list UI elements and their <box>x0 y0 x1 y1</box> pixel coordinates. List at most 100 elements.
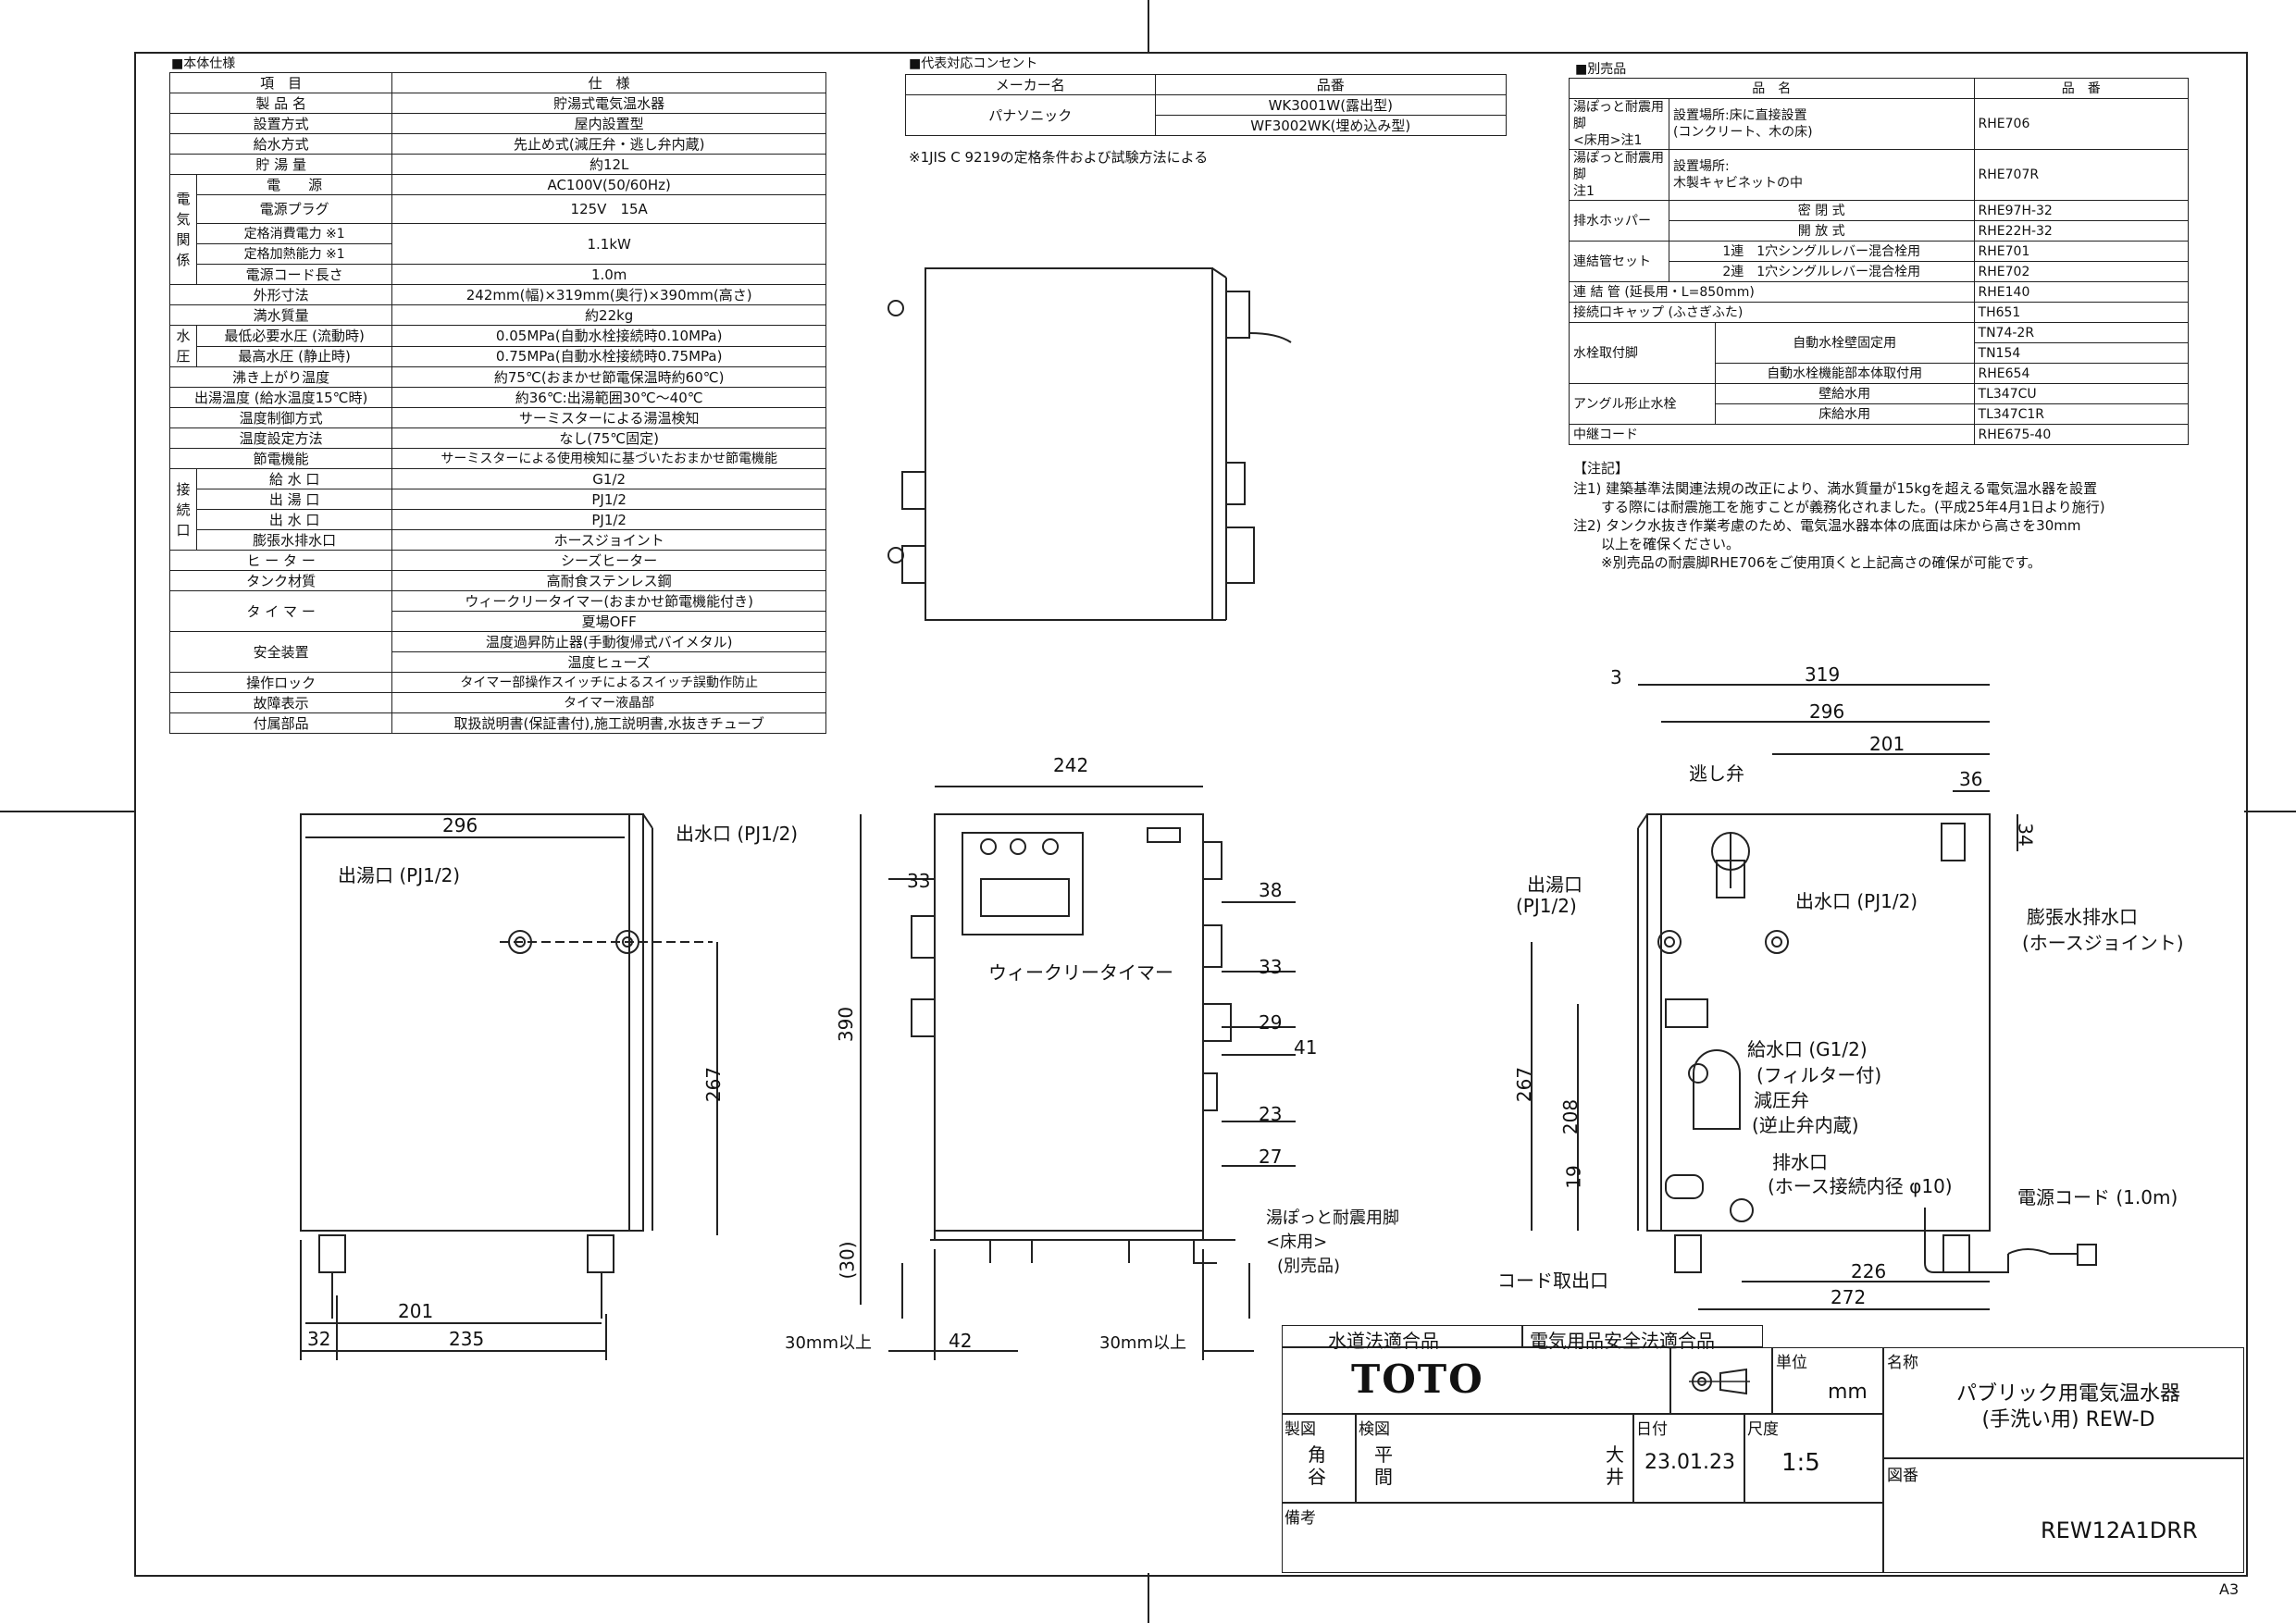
spec-value: 約12L <box>391 154 826 175</box>
right-label-hot-outlet-size: (PJ1/2) <box>1516 895 1577 917</box>
spec-value: ホースジョイント <box>391 529 826 551</box>
notes-title: 【注記】 <box>1573 460 1630 477</box>
tb-name-label: 名称 <box>1887 1354 1918 1372</box>
tb-checked-label: 検図 <box>1359 1420 1390 1439</box>
option-row: 連 結 管 (延長用・L=850mm) RHE140 <box>1569 281 2190 303</box>
right-label-relief-valve: 逃し弁 <box>1689 762 1744 785</box>
spec-group-label: 水圧 <box>169 325 197 367</box>
third-angle-projection-icon <box>1689 1368 1750 1395</box>
spec-value: AC100V(50/60Hz) <box>391 174 826 195</box>
option-row: 床給水用 TL347C1R <box>1570 403 2190 425</box>
tb-remarks-cell <box>1282 1503 1883 1573</box>
front-label-clearance-right: 30mm以上 <box>1099 1333 1186 1353</box>
spec-row: 貯 湯 量約12L <box>168 154 826 175</box>
option-name: 中継コード <box>1569 424 1975 445</box>
option-row: 開 放 式 RHE22H-32 <box>1570 220 2190 242</box>
spec-item: 満水質量 <box>168 304 393 326</box>
option-detail: 床給水用 <box>1714 403 1975 425</box>
outlet-row: WF3002WK(埋め込み型) <box>906 115 1508 136</box>
title-block: 水道法適合品 電気用品安全法適合品 TOTO 単位 mm 名称 パブリック用電気… <box>1282 1325 2244 1573</box>
tb-remarks-label: 備考 <box>1285 1509 1316 1528</box>
option-row: アングル形止水栓 壁給水用 TL347CU <box>1569 383 2190 425</box>
tb-scale: 1:5 <box>1781 1449 1820 1477</box>
option-code: TH651 <box>1973 302 2190 323</box>
spec-group-label: 電気関係 <box>169 174 197 285</box>
outlet-footnote: ※1JIS C 9219の定格条件および試験方法による <box>909 149 1209 166</box>
option-detail: 自動水栓壁固定用 <box>1714 322 1975 364</box>
outlet-title: ■代表対応コンセント <box>909 56 1038 71</box>
front-dim-width: 242 <box>1053 754 1089 776</box>
note-line: 注2) タンク水抜き作業考慮のため、電気温水器本体の底面は床から高さを30mm <box>1573 517 2081 534</box>
spec-item: 設置方式 <box>168 113 393 134</box>
tb-drawn-cell <box>1282 1414 1356 1503</box>
note-line: ※別売品の耐震脚RHE706をご使用頂くと上記高さの確保が可能です。 <box>1573 554 2042 571</box>
spec-row: 安全装置温度過昇防止器(手動復帰式バイメタル) <box>168 631 826 673</box>
tb-cert2: 電気用品安全法適合品 <box>1530 1330 1715 1352</box>
option-row: 湯ぽっと耐震用脚 <床用>注1 設置場所:床に直接設置 (コンクリート、木の床)… <box>1569 98 2190 150</box>
spec-row: 最高水圧 (静止時)0.75MPa(自動水栓接続時0.75MPa) <box>170 345 826 367</box>
left-dim-height: 267 <box>702 1066 726 1103</box>
left-dim-width: 296 <box>442 814 478 836</box>
spec-title: ■本体仕様 <box>171 56 236 71</box>
spec-item: 操作ロック <box>168 672 393 693</box>
right-label-power-cord: 電源コード (1.0m) <box>2017 1186 2178 1208</box>
front-label-legs: 湯ぽっと耐震用脚 <box>1266 1208 1399 1228</box>
spec-item: 付属部品 <box>168 712 393 734</box>
product-perspective-view <box>887 267 1292 621</box>
tb-drawn-label: 製図 <box>1285 1420 1316 1439</box>
right-label-hose-joint: (ホースジョイント) <box>2022 932 2184 954</box>
right-label-check-valve: (逆止弁内蔵) <box>1752 1114 1859 1136</box>
option-code: RHE675-40 <box>1973 424 2190 445</box>
right-label-drain: 排水口 <box>1772 1151 1828 1173</box>
right-dim-272: 272 <box>1831 1286 1867 1308</box>
option-code: RHE702 <box>1973 261 2190 282</box>
left-side-view <box>300 813 718 1360</box>
right-label-cord-exit: コード取出口 <box>1497 1270 1608 1292</box>
spec-item: 貯 湯 量 <box>168 154 393 175</box>
option-code: RHE22H-32 <box>1973 220 2190 242</box>
left-dim-32: 32 <box>307 1328 331 1350</box>
front-label-timer: ウィークリータイマー <box>988 961 1173 984</box>
front-dim-30: (30) <box>836 1241 859 1280</box>
tb-drawing-no-cell <box>1883 1458 2244 1573</box>
right-dim-226: 226 <box>1851 1260 1887 1282</box>
spec-item: 最低必要水圧 (流動時) <box>195 325 393 347</box>
spec-item: タ イ マ ー <box>168 590 393 632</box>
spec-value: 約22kg <box>391 304 826 326</box>
crop-mark-right <box>2244 811 2296 812</box>
crop-mark-left <box>0 811 134 812</box>
front-dim-height: 390 <box>835 1006 858 1043</box>
spec-group-label: 接続口 <box>169 468 197 551</box>
front-dim-33b: 33 <box>1259 956 1283 978</box>
option-code: RHE707R <box>1973 149 2190 201</box>
tb-unit-cell <box>1772 1347 1883 1414</box>
option-detail: 設置場所: 木製キャビネットの中 <box>1668 149 1975 201</box>
right-dim-19: 19 <box>1562 1165 1585 1189</box>
spec-row: タ イ マ ーウィークリータイマー(おまかせ節電機能付き) <box>168 590 826 632</box>
tb-drawing-no: REW12A1DRR <box>2041 1518 2198 1543</box>
spec-row: タンク材質高耐食ステンレス鋼 <box>168 570 826 591</box>
spec-value: ウィークリータイマー(おまかせ節電機能付き) <box>391 590 826 612</box>
option-row: 湯ぽっと耐震用脚 注1 設置場所: 木製キャビネットの中 RHE707R <box>1569 149 2190 201</box>
spec-item: 安全装置 <box>168 631 393 673</box>
tb-brand-cell <box>1282 1347 1670 1414</box>
spec-value: 0.75MPa(自動水栓接続時0.75MPa) <box>391 345 826 367</box>
left-dim-201: 201 <box>398 1300 434 1322</box>
front-dim-41: 41 <box>1294 1036 1318 1059</box>
spec-row: 温度制御方式サーミスターによる湯温検知 <box>168 407 826 428</box>
crop-mark-top <box>1148 0 1149 52</box>
left-dim-235: 235 <box>449 1328 485 1350</box>
left-label-outlet-hot: 出湯口 (PJ1/2) <box>338 864 461 886</box>
spec-item: ヒ ー タ ー <box>168 550 393 571</box>
note-line: 以上を確保ください。 <box>1573 536 1741 552</box>
option-row: 水栓取付脚 自動水栓壁固定用 TN74-2R <box>1569 322 2190 384</box>
spec-item: 電源コード長さ <box>195 264 393 285</box>
option-row: 排水ホッパー 密 閉 式 RHE97H-32 <box>1569 200 2190 242</box>
option-name: 湯ぽっと耐震用脚 注1 <box>1569 149 1669 201</box>
tb-drawn-by: 角谷 <box>1308 1443 1326 1488</box>
option-row: 接続口キャップ (ふさぎふた) TH651 <box>1569 302 2190 323</box>
spec-value: 取扱説明書(保証書付),施工説明書,水抜きチューブ <box>391 712 826 734</box>
right-dim-3: 3 <box>1610 666 1622 688</box>
